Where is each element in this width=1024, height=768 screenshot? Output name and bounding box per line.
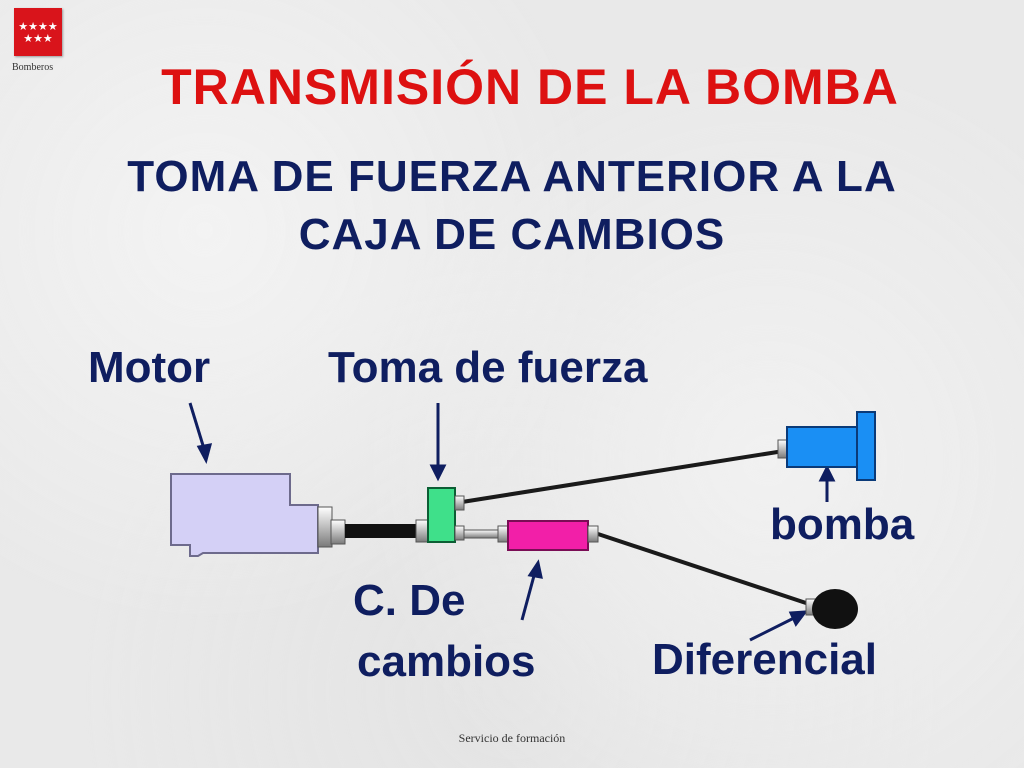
motor-shaft-coupler: [317, 506, 333, 548]
bomba-body: [786, 426, 858, 468]
bomba-flange: [856, 411, 876, 481]
cambios-output-coupler: [587, 525, 599, 543]
comunidad-madrid-logo: ★★★★ ★★★: [14, 8, 62, 56]
caja-cambios-label-line-2: cambios: [357, 637, 536, 686]
slide-title: TRANSMISIÓN DE LA BOMBA: [161, 59, 899, 115]
logo-label: Bomberos: [12, 62, 54, 73]
diferencial-pointer-arrow: [749, 615, 797, 642]
cambios-pointer-arrow: [520, 571, 537, 621]
pointer-arrows: [188, 402, 836, 642]
toma-to-cambios-shaft: [463, 529, 499, 539]
subtitle-line-2: CAJA DE CAMBIOS: [298, 210, 726, 259]
shaft-to-diferencial: [597, 532, 813, 607]
toma-output-coupler-upper: [454, 495, 465, 511]
diferencial-label: Diferencial: [652, 635, 877, 684]
main-drive-shaft: [345, 524, 417, 538]
caja-cambios-label-line-1: C. De: [353, 576, 466, 625]
motor-label: Motor: [88, 343, 211, 392]
toma-de-fuerza-label: Toma de fuerza: [328, 343, 648, 392]
toma-de-fuerza-block: [427, 487, 456, 543]
motor-pointer-arrow: [188, 402, 207, 453]
svg-text:★★★★: ★★★★: [18, 20, 58, 33]
slide-subtitle: TOMA DE FUERZA ANTERIOR A LA CAJA DE CAM…: [0, 148, 1024, 264]
caja-de-cambios-block: [507, 520, 589, 551]
toma-output-coupler-lower: [454, 525, 465, 541]
bomba-label: bomba: [770, 500, 915, 549]
shaft-to-bomba: [461, 448, 791, 504]
subtitle-line-1: TOMA DE FUERZA ANTERIOR A LA: [127, 152, 897, 201]
cambios-input-coupler: [497, 525, 509, 543]
motor-flange: [330, 519, 346, 545]
toma-input-coupler: [415, 519, 429, 543]
diferencial-body: [812, 589, 858, 629]
stars-icon: ★★★★ ★★★: [18, 20, 58, 45]
footer-text: Servicio de formación: [458, 731, 566, 745]
svg-text:★★★: ★★★: [23, 32, 53, 45]
motor-block: [170, 473, 319, 557]
